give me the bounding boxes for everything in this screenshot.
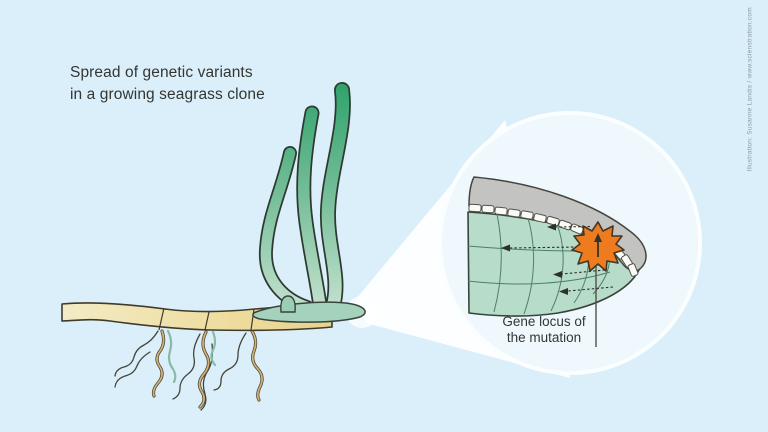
roots <box>114 329 264 411</box>
illustration-credit: Illustration: Susanne Landis / www.scien… <box>746 7 754 172</box>
seagrass-plant <box>61 82 366 411</box>
leaves <box>258 82 351 314</box>
shoot-bud <box>280 295 296 313</box>
meristem-diagram <box>467 176 647 347</box>
mutation-starburst-icon <box>571 221 625 272</box>
title-line-1: Spread of genetic variants <box>70 64 253 81</box>
gene-locus-label-line-2: the mutation <box>506 329 582 345</box>
page-title: Spread of genetic variants in a growing … <box>70 62 265 106</box>
title-line-2: in a growing seagrass clone <box>70 86 265 103</box>
gene-locus-label-line-1: Gene locus of <box>502 314 586 329</box>
rhizome-tip <box>252 301 366 323</box>
gene-locus-label: Gene locus of the mutation <box>485 314 603 345</box>
rhizome-node-lines <box>158 307 255 331</box>
spread-arrowheads <box>501 223 568 295</box>
